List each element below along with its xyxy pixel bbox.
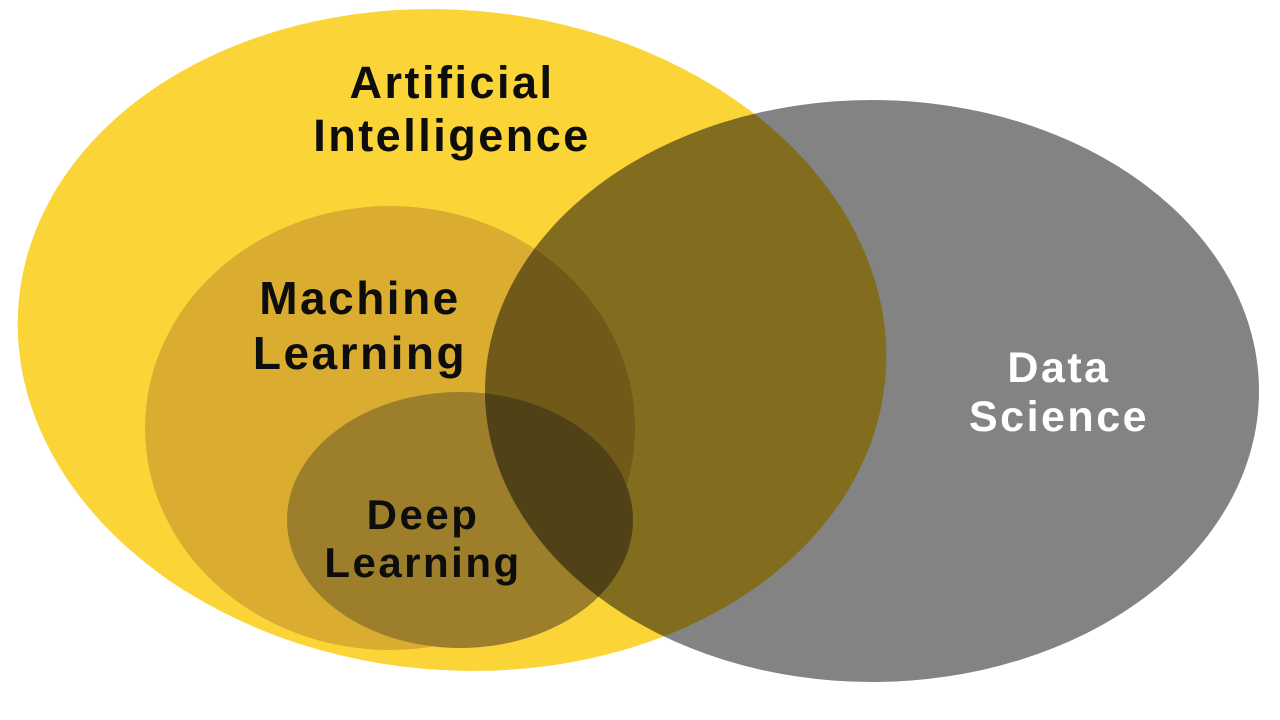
artificial-intelligence-label-line1: Artificial [349, 57, 554, 108]
deep-learning-label-line1: Deep [367, 491, 480, 538]
deep-learning-label-line2: Learning [324, 539, 521, 586]
machine-learning-label-line1: Machine [259, 272, 461, 324]
machine-learning-label-line2: Learning [253, 327, 467, 379]
data-science-label-line2: Science [969, 393, 1149, 441]
data-science-ellipse [485, 100, 1259, 682]
data-science-label-line1: Data [1007, 344, 1110, 392]
artificial-intelligence-label-line2: Intelligence [313, 110, 591, 161]
